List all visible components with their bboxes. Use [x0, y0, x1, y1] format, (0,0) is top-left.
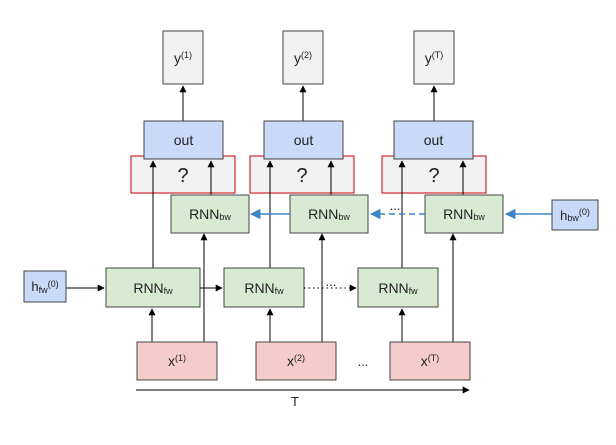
out-box-2: [263, 120, 344, 160]
out-box-1: [143, 120, 224, 160]
input-box-3: [389, 341, 471, 381]
rnn-bw-box-1: [170, 194, 250, 234]
output-box-1: [162, 30, 204, 85]
h-fw-init-box: [23, 270, 67, 303]
output-box-2: [282, 30, 324, 85]
combine-box-2: [249, 155, 355, 194]
h-bw-init-box: [551, 199, 599, 231]
rnn-bw-box-3: [424, 194, 504, 234]
combine-box-3: [381, 155, 487, 194]
input-box-1: [136, 341, 218, 381]
input-box-2: [255, 341, 337, 381]
rnn-fw-box-1: [105, 267, 201, 308]
rnn-bw-box-2: [289, 194, 369, 234]
output-box-3: [413, 30, 455, 85]
combine-box-1: [130, 155, 236, 194]
rnn-fw-box-2: [223, 267, 305, 308]
rnn-fw-box-3: [357, 267, 439, 308]
out-box-3: [393, 120, 474, 160]
